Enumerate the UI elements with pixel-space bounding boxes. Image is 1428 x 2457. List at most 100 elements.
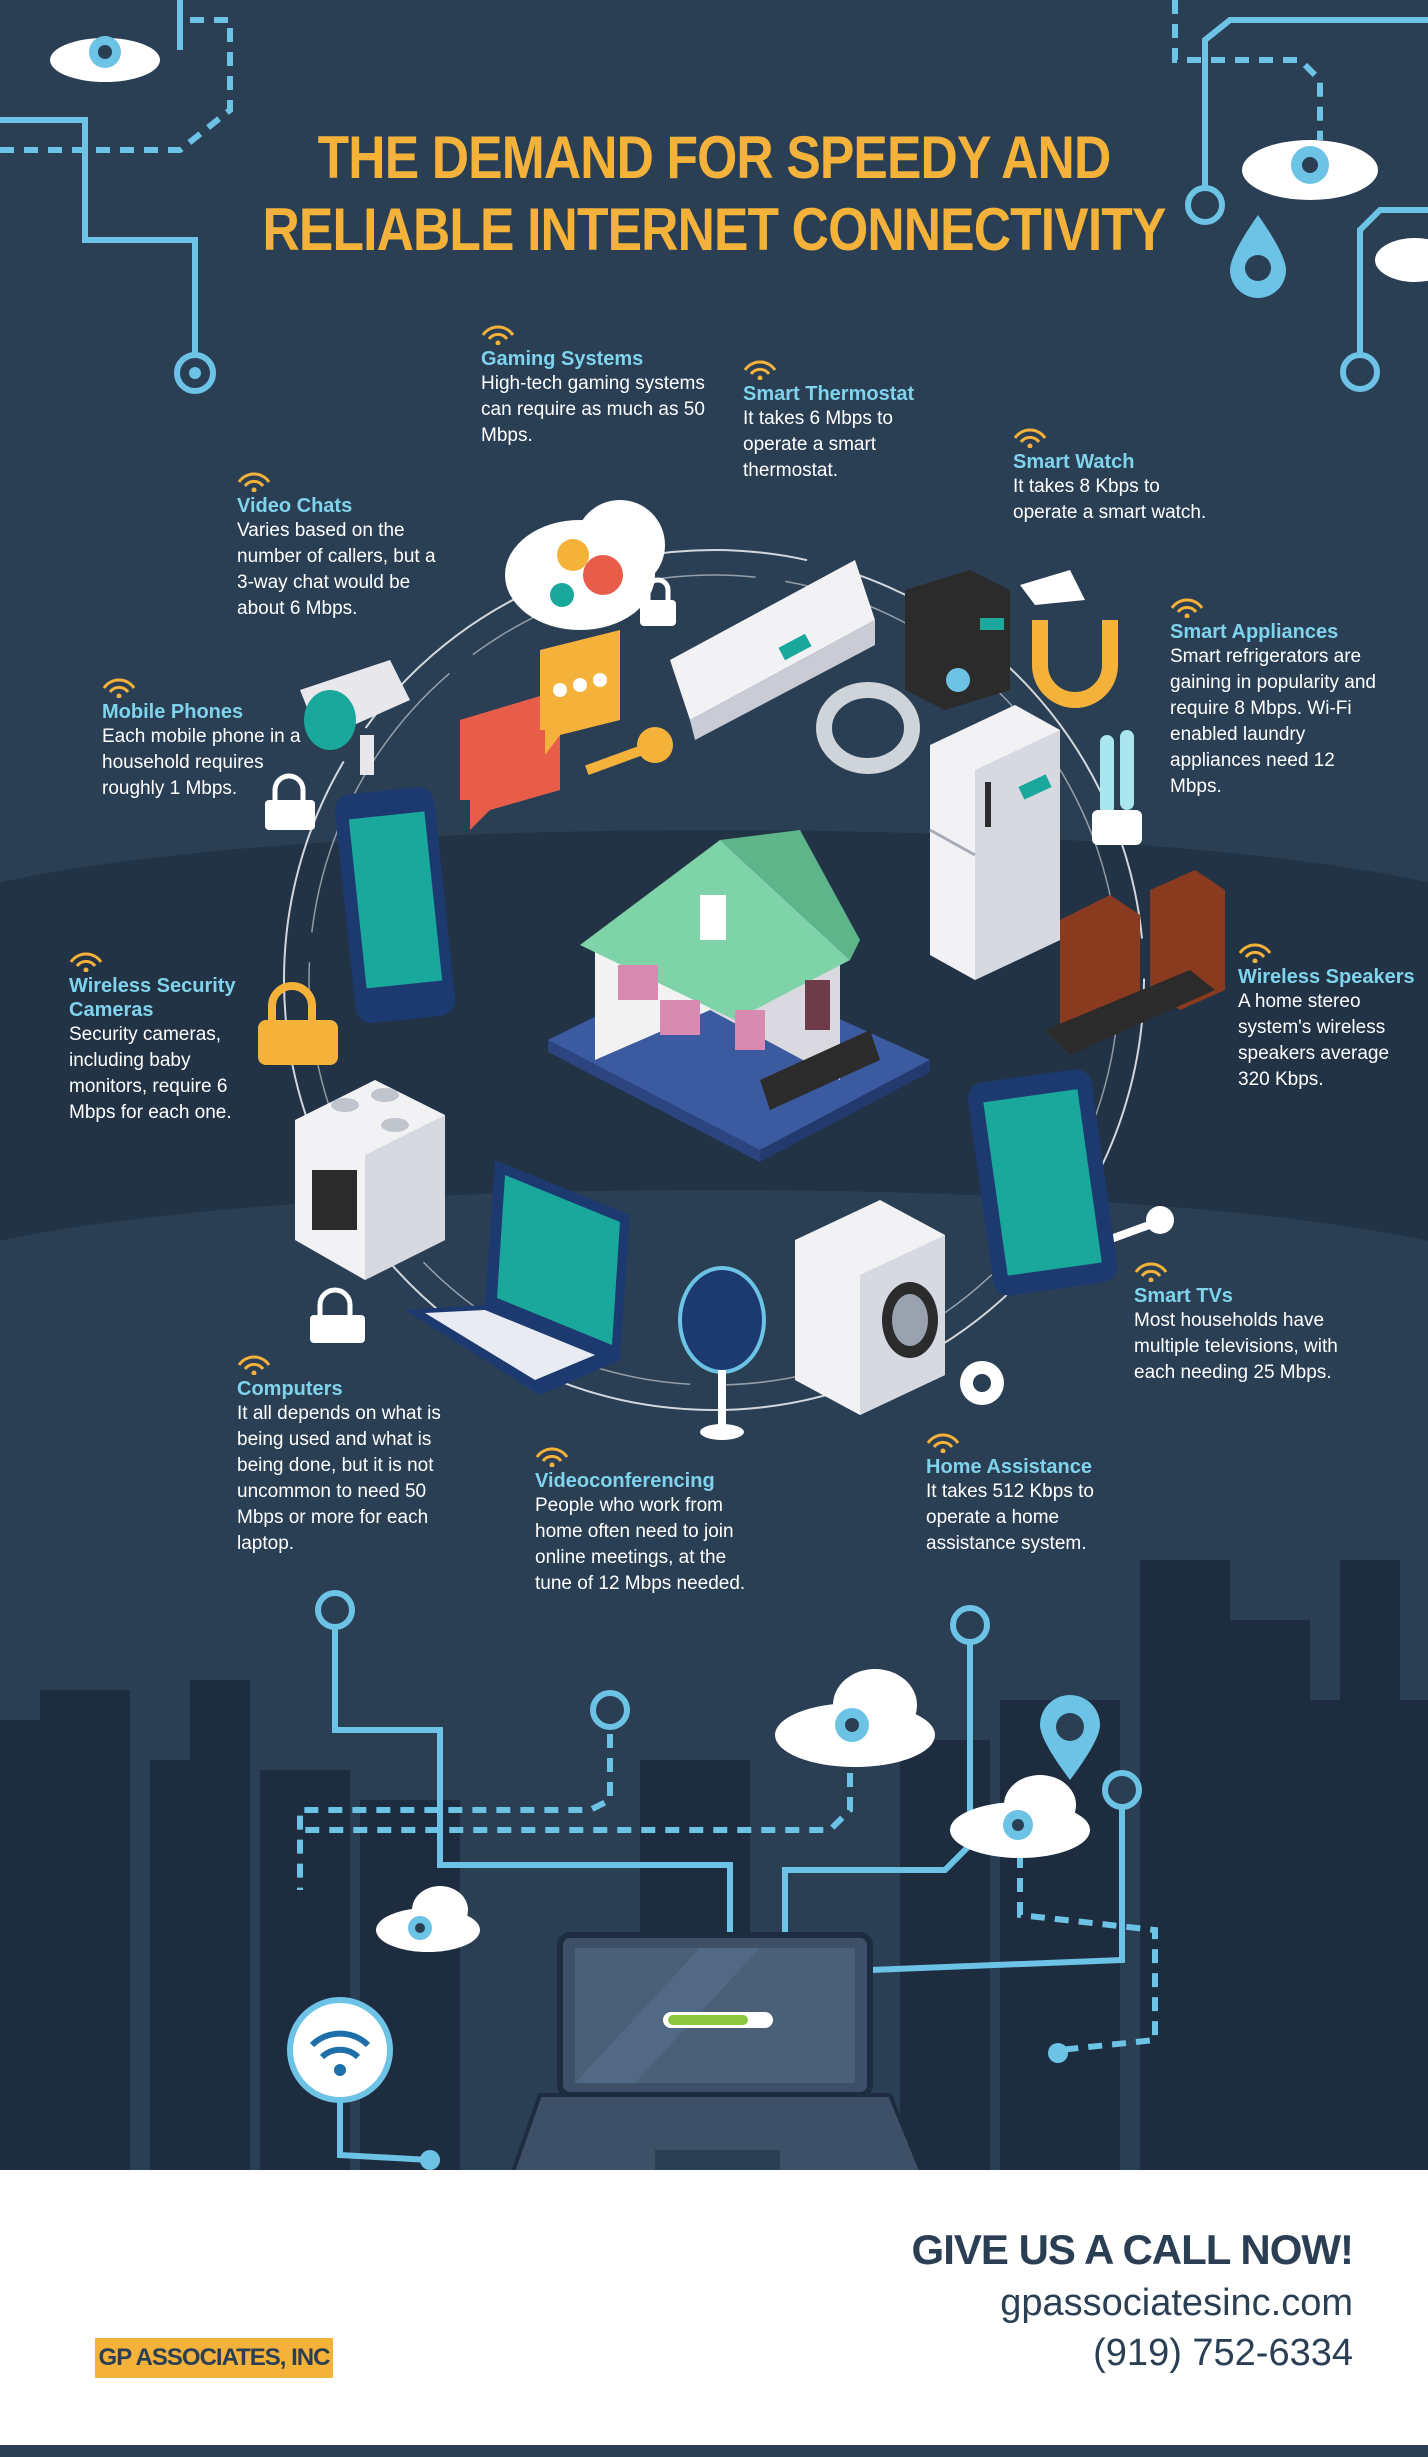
fan-icon [678,1266,766,1440]
key-icon [585,727,673,775]
refrigerator-icon [929,705,1060,980]
cloud-icon [950,1775,1090,1858]
wifi-icon [287,1997,393,2103]
title-line-2: RELIABLE INTERNET CONNECTIVITY [262,196,1166,264]
website-link[interactable]: gpassociatesinc.com [1000,2282,1353,2324]
city-skyline [0,1560,1428,2170]
footer [0,2170,1428,2445]
cloud-icon [1242,140,1378,200]
info-body: Varies based on the number of callers, b… [237,520,436,619]
key-icon [1109,1206,1174,1243]
house-icon [548,830,930,1162]
info-body: Smart refrigerators are gaining in popul… [1170,646,1376,797]
washing-machine-icon [795,1200,945,1415]
info-title: Wireless Speakers [1238,966,1415,988]
wifi-icon [481,325,515,345]
info-title: Smart Appliances [1170,621,1339,643]
cloud-icon [775,1669,935,1767]
circuit-lines-top-left [0,0,233,370]
info-smart-watch: Smart Watch It takes 8 Kbps to operate a… [1013,428,1228,526]
info-body: It takes 8 Kbps to operate a smart watch… [1013,476,1207,523]
padlock-icon [258,982,338,1065]
info-body: Most households have multiple television… [1134,1310,1338,1383]
circuit-lines-top-right [1172,0,1428,370]
laptop-icon [405,1160,630,1395]
info-title: Wireless Security Cameras [69,975,236,1021]
light-bulb-icon [1092,730,1142,845]
info-wireless-security-cameras: Wireless Security Cameras Security camer… [69,952,264,1126]
info-title: Smart Watch [1013,451,1135,473]
connection-ring [283,549,1145,1411]
padlock-icon [310,1287,365,1343]
info-gaming-systems: Gaming Systems High-tech gaming systems … [481,325,706,449]
padlock-icon [640,577,676,626]
company-logo-text: GP ASSOCIATES, INC [95,2338,333,2378]
page-title: THE DEMAND FOR SPEEDY AND RELIABLE INTER… [100,122,1328,266]
wifi-icon [743,360,777,380]
smart-watch-icon [816,682,920,774]
info-body: High-tech gaming systems can require as … [481,373,705,446]
cloud-icon [376,1886,480,1952]
laptop-icon [507,1932,928,2182]
info-wireless-speakers: Wireless Speakers A home stereo system's… [1238,943,1418,1093]
info-body: It all depends on what is being used and… [237,1403,441,1554]
wifi-icon [237,1355,271,1375]
air-conditioner-icon [670,560,875,740]
wifi-icon [1170,598,1204,618]
gear-icon [583,555,623,595]
info-title: Smart Thermostat [743,383,915,405]
contact-block: GIVE US A CALL NOW! gpassociatesinc.com … [911,2222,1354,2378]
wifi-icon [102,678,136,698]
oven-icon [295,1080,445,1280]
wifi-icon [1238,943,1272,963]
info-body: A home stereo system's wireless speakers… [1238,991,1390,1090]
info-mobile-phones: Mobile Phones Each mobile phone in a hou… [102,678,302,802]
wifi-icon [1013,428,1047,448]
circuit-lines-bottom [297,1610,1158,2163]
info-title: Smart TVs [1134,1285,1233,1307]
wifi-icon [535,1447,569,1467]
cloud-icon [50,36,160,82]
info-video-chats: Video Chats Varies based on the number o… [237,472,447,622]
location-pin-icon [1040,1695,1100,1780]
coffee-machine-icon [905,570,1010,710]
info-title: Computers [237,1378,343,1400]
info-body: People who work from home often need to … [535,1495,746,1594]
speaker-icon [1045,870,1225,1055]
info-body: It takes 6 Mbps to operate a smart therm… [743,408,893,481]
chat-bubble-icon [460,630,620,830]
wifi-icon [69,952,103,972]
info-smart-appliances: Smart Appliances Smart refrigerators are… [1170,598,1380,800]
info-smart-tvs: Smart TVs Most households have multiple … [1134,1262,1344,1386]
info-videoconferencing: Videoconferencing People who work from h… [535,1447,760,1597]
call-to-action: GIVE US A CALL NOW! [911,2226,1354,2273]
gear-icon [550,583,574,607]
info-computers: Computers It all depends on what is bein… [237,1355,462,1557]
info-body: Security cameras, including baby monitor… [69,1024,232,1123]
cloud-icon [505,500,665,630]
info-title: Videoconferencing [535,1470,715,1492]
wifi-icon [237,472,271,492]
wifi-icon [1134,1262,1168,1282]
gear-icon [557,539,589,571]
info-title: Gaming Systems [481,348,644,370]
info-body: Each mobile phone in a household require… [102,726,301,799]
info-title: Home Assistance [926,1456,1092,1478]
padlock-icon [265,773,315,830]
info-home-assistance: Home Assistance It takes 512 Kbps to ope… [926,1433,1121,1557]
mobile-phone-icon [334,786,456,1024]
phone-number[interactable]: (919) 752-6334 [1093,2332,1353,2374]
wifi-icon [926,1433,960,1453]
title-line-1: THE DEMAND FOR SPEEDY AND [317,124,1112,192]
info-title: Video Chats [237,495,353,517]
info-smart-thermostat: Smart Thermostat It takes 6 Mbps to oper… [743,360,933,484]
info-title: Mobile Phones [102,701,244,723]
info-body: It takes 512 Kbps to operate a home assi… [926,1481,1094,1554]
magnet-icon [1032,620,1118,708]
tablet-icon [967,1069,1118,1296]
security-camera-icon [300,660,410,775]
footer-bar [0,2445,1428,2457]
location-pin-icon [1230,215,1286,298]
